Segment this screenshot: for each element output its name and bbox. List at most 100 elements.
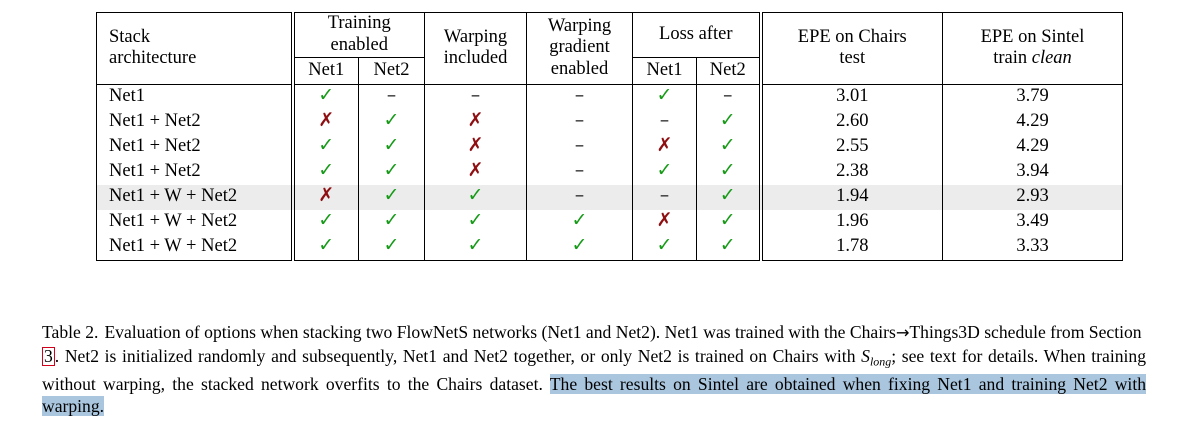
th-loss-net1: Net1 <box>632 56 697 84</box>
check-icon: ✓ <box>656 234 673 257</box>
dash-icon: – <box>659 109 670 132</box>
cell-train-net1: ✓ <box>290 234 359 261</box>
caption-part4: ; see text for details. When training wi… <box>42 345 1146 394</box>
cell-warping-gradient: – <box>526 159 633 185</box>
cell-warping-gradient: – <box>526 109 633 135</box>
dash-icon: – <box>659 184 670 207</box>
caption-part1: Evaluation of options when stacking two … <box>104 322 896 342</box>
th-epe-sintel: EPE on Sintel train clean <box>942 11 1123 84</box>
th-epe-chairs-line1: EPE on Chairs <box>797 26 907 47</box>
table-2-container: Stack architecture Training enabled Warp… <box>96 11 1123 261</box>
cell-epe-chairs: 3.01 <box>758 83 943 110</box>
cell-train-net1: ✗ <box>290 109 359 135</box>
check-icon: ✓ <box>571 209 588 232</box>
check-icon: ✓ <box>318 159 335 182</box>
cell-epe-sintel: 3.79 <box>942 83 1123 110</box>
cell-loss-net1: ✓ <box>632 83 697 110</box>
dash-icon: – <box>723 84 733 107</box>
cell-warping-gradient: – <box>526 184 633 210</box>
cell-architecture: Net1 + W + Net2 <box>109 211 238 232</box>
check-icon: ✓ <box>656 84 673 107</box>
cross-icon: ✗ <box>467 109 484 132</box>
check-icon: ✓ <box>467 209 484 232</box>
cell-warping-gradient: – <box>526 134 633 160</box>
cell-train-net1: ✓ <box>290 209 359 235</box>
th-warping-gradient-line1: Warping <box>547 15 612 36</box>
cell-loss-net1: – <box>632 184 697 210</box>
check-icon: ✓ <box>383 184 400 207</box>
cell-warping-included: ✗ <box>424 159 527 185</box>
check-icon: ✓ <box>383 209 400 232</box>
th-epe-sintel-clean: clean <box>1031 48 1072 69</box>
cell-loss-net2: ✓ <box>696 159 761 185</box>
th-warping-included: Warping included <box>424 11 527 84</box>
caption-symbol-sub: long <box>869 353 892 368</box>
cell-epe-chairs: 1.94 <box>758 184 943 210</box>
cell-loss-net1: ✓ <box>632 159 697 185</box>
th-training-net1: Net1 <box>290 56 359 84</box>
check-icon: ✓ <box>719 134 736 157</box>
th-training-enabled: Training enabled <box>290 12 425 58</box>
cell-warping-included: ✗ <box>424 109 527 135</box>
cross-icon: ✗ <box>467 134 484 157</box>
th-stack-architecture-line2: architecture <box>109 48 197 69</box>
cell-train-net1: ✓ <box>290 83 359 110</box>
check-icon: ✓ <box>719 209 736 232</box>
check-icon: ✓ <box>719 109 736 132</box>
th-epe-chairs-line2: test <box>839 48 866 69</box>
check-icon: ✓ <box>383 159 400 182</box>
cell-warping-gradient: – <box>526 83 633 110</box>
dash-icon: – <box>574 84 585 107</box>
dash-icon: – <box>574 184 585 207</box>
cell-epe-chairs: 1.96 <box>758 209 943 235</box>
th-loss-after: Loss after <box>632 12 761 58</box>
header-row-sub: Net1 Net2 Net1 Net2 <box>97 56 1123 84</box>
cell-epe-sintel: 4.29 <box>942 134 1123 160</box>
th-epe-sintel-train: train <box>993 48 1032 69</box>
caption-part2: Things3D schedule from Section <box>909 322 1142 342</box>
cell-train-net2: ✓ <box>358 234 425 261</box>
cell-loss-net1: – <box>632 109 697 135</box>
cell-warping-included: – <box>424 83 527 110</box>
caption-symbol: Slong <box>861 345 892 368</box>
caption-symbol-base: S <box>861 345 870 366</box>
th-training-net2: Net2 <box>358 56 425 84</box>
th-epe-sintel-line2: train clean <box>943 48 1122 70</box>
check-icon: ✓ <box>383 234 400 257</box>
cell-loss-net1: ✗ <box>632 134 697 160</box>
th-warping-gradient-line2: gradient <box>549 37 610 58</box>
cell-epe-sintel: 3.94 <box>942 159 1123 185</box>
check-icon: ✓ <box>318 209 335 232</box>
cell-warping-gradient: ✓ <box>526 209 633 235</box>
cell-loss-net2: ✓ <box>696 209 761 235</box>
cell-architecture: Net1 + W + Net2 <box>96 184 293 210</box>
cell-epe-sintel: 2.93 <box>942 184 1123 210</box>
cell-warping-included: ✗ <box>424 134 527 160</box>
th-training-enabled-line2: enabled <box>330 34 389 55</box>
dash-icon: – <box>574 159 585 182</box>
cell-architecture: Net1 + Net2 <box>109 161 201 182</box>
table-caption: Table 2.Evaluation of options when stack… <box>42 321 1146 418</box>
th-warping-included-line1: Warping <box>443 26 508 47</box>
cell-train-net2: ✓ <box>358 109 425 135</box>
check-icon: ✓ <box>467 234 484 257</box>
results-table: Stack architecture Training enabled Warp… <box>96 11 1123 261</box>
check-icon: ✓ <box>383 109 400 132</box>
dash-icon: – <box>386 84 397 107</box>
check-icon: ✓ <box>318 84 335 107</box>
cross-icon: ✗ <box>318 109 335 132</box>
header-row-main: Stack architecture Training enabled Warp… <box>96 11 1123 84</box>
cell-train-net1: ✓ <box>290 159 359 185</box>
check-icon: ✓ <box>318 234 335 257</box>
cell-warping-included: ✓ <box>424 209 527 235</box>
caption-section-ref-link[interactable]: 3 <box>42 345 55 367</box>
th-stack-architecture: Stack architecture <box>96 11 293 84</box>
th-training-enabled-line1: Training <box>327 13 391 33</box>
